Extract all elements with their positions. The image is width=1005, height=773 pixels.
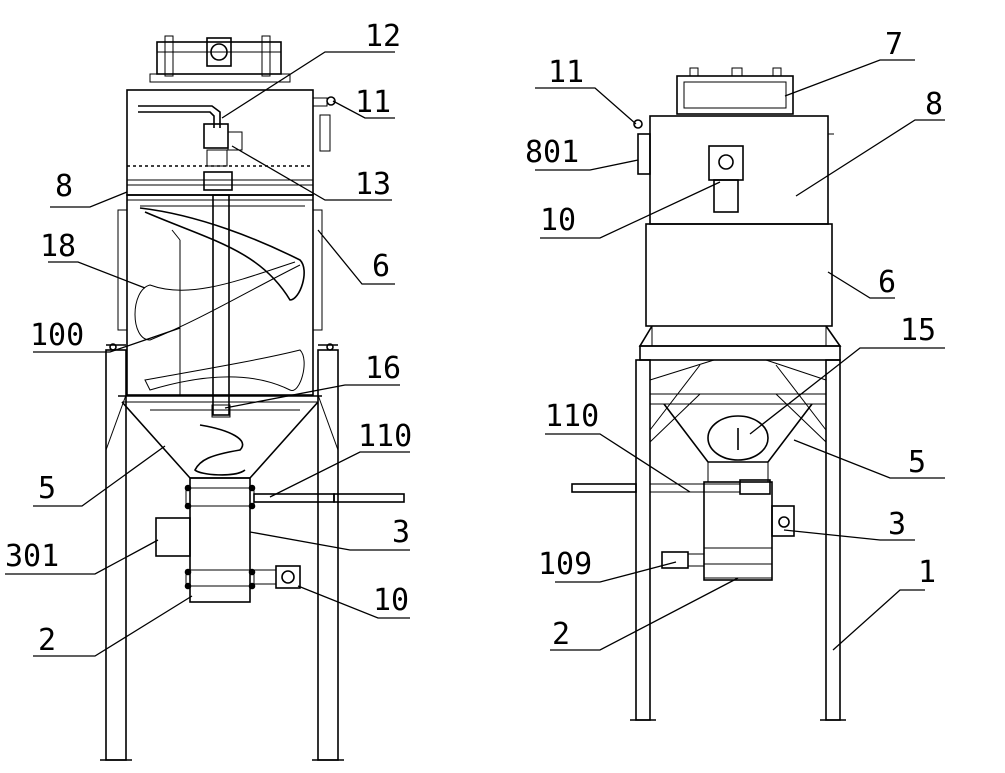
- left-cylinder: [117, 194, 323, 416]
- left-top-motor: [149, 35, 291, 83]
- label-11: 11: [355, 85, 391, 120]
- left-cone: [118, 395, 322, 479]
- label-3: 3: [392, 515, 410, 550]
- left-labels: 12 11 13 8 18 6 100 16 110 5 3 301 10 2: [5, 19, 412, 658]
- left-upper-hopper: [126, 89, 336, 196]
- label-3-right: 3: [888, 507, 906, 542]
- right-top-box: [676, 67, 794, 115]
- label-6-right: 6: [878, 265, 896, 300]
- right-cylinder: [638, 223, 842, 361]
- right-lower-section: [571, 479, 795, 581]
- label-18: 18: [40, 229, 76, 264]
- left-lower-section: [155, 477, 405, 603]
- right-labels: 7 11 8 801 10 6 15 110 5 3 109 2 1: [525, 27, 943, 652]
- label-301: 301: [5, 539, 59, 574]
- label-2-right: 2: [552, 617, 570, 652]
- label-5: 5: [38, 471, 56, 506]
- left-leader-lines: [5, 51, 410, 657]
- label-1: 1: [918, 555, 936, 590]
- left-legs: [100, 343, 344, 761]
- label-100: 100: [30, 318, 84, 353]
- label-11-right: 11: [548, 55, 584, 90]
- label-10-right: 10: [540, 203, 576, 238]
- label-109: 109: [538, 547, 592, 582]
- right-frame: [630, 359, 846, 721]
- label-15: 15: [900, 313, 936, 348]
- label-8: 8: [55, 169, 73, 204]
- right-view-section: 7 11 8 801 10 6 15 110 5 3 109 2 1: [525, 27, 945, 721]
- label-7: 7: [885, 27, 903, 62]
- label-8-right: 8: [925, 87, 943, 122]
- label-12: 12: [365, 19, 401, 54]
- label-6: 6: [372, 249, 390, 284]
- right-leader-lines: [535, 59, 945, 651]
- label-801: 801: [525, 135, 579, 170]
- label-2: 2: [38, 623, 56, 658]
- label-110: 110: [358, 419, 412, 454]
- label-10: 10: [373, 583, 409, 618]
- label-5-right: 5: [908, 445, 926, 480]
- label-110-right: 110: [545, 399, 599, 434]
- right-cone: [663, 403, 813, 483]
- label-13: 13: [355, 167, 391, 202]
- label-16: 16: [365, 351, 401, 386]
- left-view-section: 12 11 13 8 18 6 100 16 110 5 3 301 10 2: [5, 19, 412, 761]
